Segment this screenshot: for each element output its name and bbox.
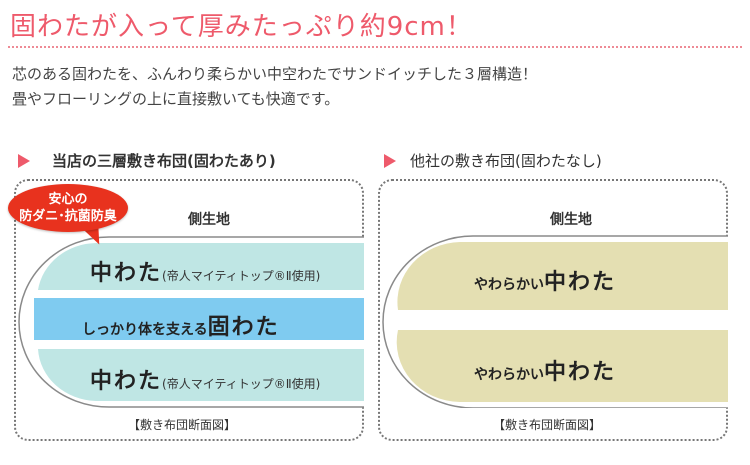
right-cover-fabric-label: 側生地	[550, 212, 592, 228]
left-top-layer-sub: (帝人マイティトップ®Ⅱ使用)	[162, 269, 321, 283]
right-top-layer-lead: やわらかい	[474, 277, 544, 293]
headline-divider	[8, 46, 742, 48]
left-bottom-soft-layer	[38, 349, 364, 401]
right-bottom-layer-lead: やわらかい	[474, 367, 544, 383]
left-firm-layer	[34, 298, 364, 340]
left-section-title: 当店の三層敷き布団(固わたあり)	[18, 150, 276, 171]
left-middle-layer-label: しっかり体を支える固わた	[82, 309, 280, 341]
left-middle-layer-lead: しっかり体を支える	[82, 322, 208, 338]
left-cover-fabric-label: 側生地	[188, 212, 230, 228]
left-top-soft-layer	[38, 243, 364, 290]
right-caption: 【敷き布団断面図】	[493, 418, 602, 432]
right-top-soft-layer	[397, 242, 728, 310]
description-line-1: 芯のある固わたを、ふんわり柔らかい中空わたでサンドイッチした３層構造！	[12, 65, 538, 83]
description-line-2: 畳やフローリングの上に直接敷いても快適です。	[12, 90, 340, 108]
left-bottom-layer-main: 中わた	[90, 369, 163, 394]
left-top-layer-main: 中わた	[90, 261, 163, 286]
right-section-title-text: 他社の敷き布団(固わたなし)	[410, 152, 602, 170]
left-futon-cross-section	[18, 236, 364, 408]
triangle-bullet-icon	[18, 153, 30, 168]
anti-mite-badge: 安心の 防ダニ･抗菌防臭	[8, 184, 128, 232]
right-top-layer-main: 中わた	[544, 270, 617, 295]
left-top-layer-label: 中わた(帝人マイティトップ®Ⅱ使用)	[90, 255, 320, 287]
right-section-title: 他社の敷き布団(固わたなし)	[384, 150, 602, 171]
headline: 固わたが入って厚みたっぷり約9cm！	[10, 12, 473, 42]
badge-line-2: 防ダニ･抗菌防臭	[19, 209, 117, 224]
left-caption: 【敷き布団断面図】	[128, 418, 237, 432]
triangle-bullet-icon	[384, 153, 396, 168]
right-top-layer-label: やわらかい中わた	[474, 264, 616, 296]
left-section-title-text: 当店の三層敷き布団(固わたあり)	[52, 152, 276, 170]
right-bottom-layer-label: やわらかい中わた	[474, 354, 616, 386]
right-futon-cross-section	[382, 235, 728, 408]
left-bottom-layer-sub: (帝人マイティトップ®Ⅱ使用)	[162, 377, 321, 391]
right-bottom-soft-layer	[396, 330, 728, 402]
left-bottom-layer-label: 中わた(帝人マイティトップ®Ⅱ使用)	[90, 363, 320, 395]
description: 芯のある固わたを、ふんわり柔らかい中空わたでサンドイッチした３層構造！ 畳やフロ…	[12, 62, 537, 112]
badge-line-1: 安心の	[48, 192, 88, 207]
right-bottom-layer-main: 中わた	[544, 360, 617, 385]
left-middle-layer-main: 固わた	[207, 315, 280, 340]
